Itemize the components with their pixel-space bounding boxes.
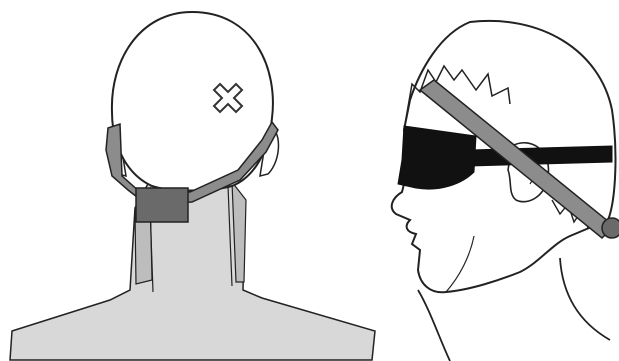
strap-end-cap bbox=[602, 218, 619, 238]
blindfold-band bbox=[470, 146, 612, 166]
device-box bbox=[136, 188, 188, 222]
blindfold bbox=[398, 126, 476, 189]
